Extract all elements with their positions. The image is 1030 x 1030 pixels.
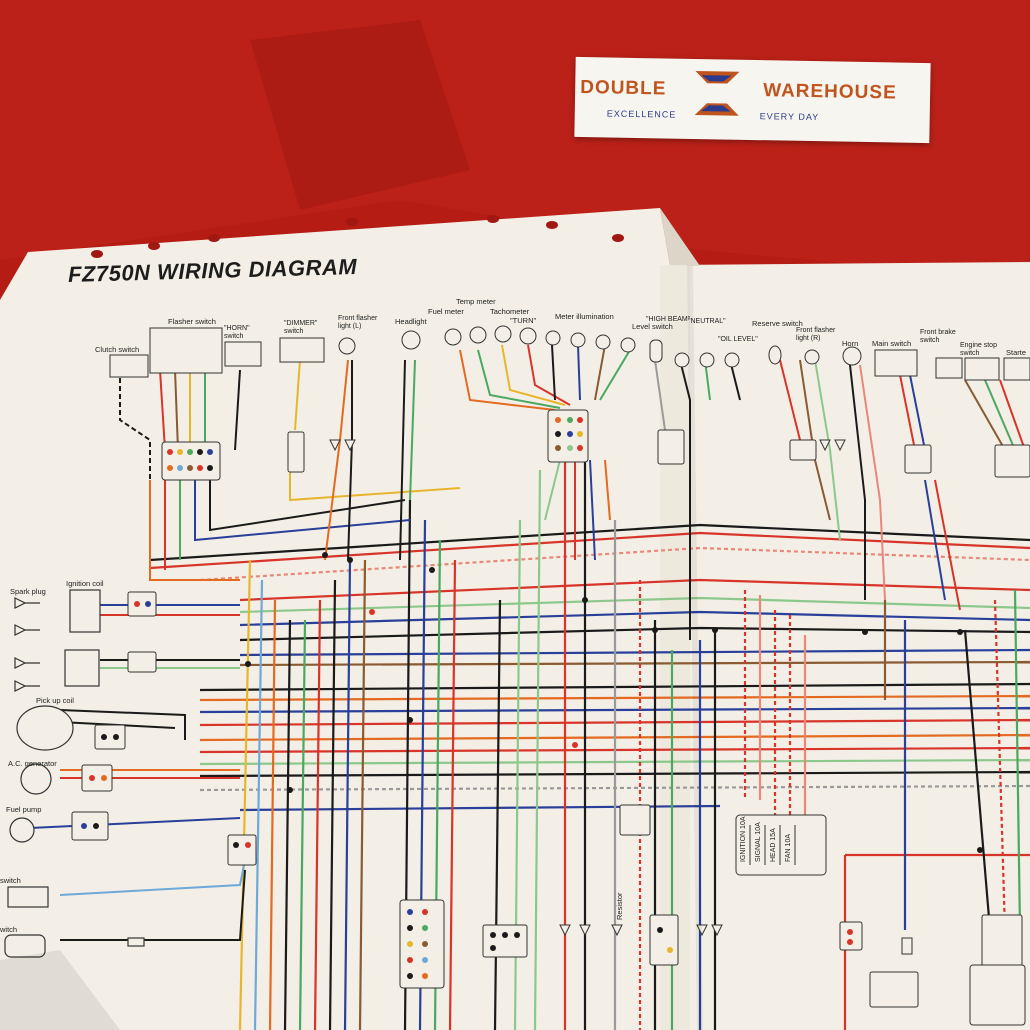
upper-wire-runs: [119, 344, 1026, 640]
label-resistor: Resistor: [615, 892, 624, 920]
label-reserve-switch: Reserve switch: [752, 319, 803, 328]
label-dimmer-switch: "DIMMER" switch: [284, 320, 318, 335]
label-oil-level: "OIL LEVEL": [718, 336, 758, 343]
label-tachometer: Tachometer: [490, 307, 530, 316]
label-temp-meter: Temp meter: [456, 297, 496, 306]
vertical-wire-bundle: [238, 460, 1022, 1030]
connector-pins: [81, 417, 853, 979]
sticker-tagline-right: EVERY DAY: [759, 111, 820, 123]
label-starter: Starte: [1006, 348, 1027, 357]
double-e-warehouse-sticker: DOUBLE WAREHOUSE EXCELLENCE EVERY DAY: [574, 56, 931, 144]
sticker-brand-left: DOUBLE: [580, 76, 667, 100]
label-high-beam: "HIGH BEAM": [646, 316, 691, 323]
label-front-flasher-right: Front flasher light (R): [796, 327, 836, 342]
sticker-tagline-left: EXCELLENCE: [606, 108, 677, 120]
label-fuel-pump: Fuel pump: [6, 805, 42, 814]
label-ac-generator: A.C. generator: [8, 759, 57, 768]
label-spark-plug: Spark plug: [10, 587, 46, 596]
fuse-box-fuses: [749, 825, 796, 865]
label-horn-switch: "HORN" switch: [224, 325, 250, 340]
label-headlight: Headlight: [395, 317, 427, 326]
label-neutral: "NEUTRAL": [688, 318, 726, 325]
label-main-switch: Main switch: [872, 339, 912, 348]
label-fuse-fan: FAN 10A: [785, 833, 792, 862]
label-switch-1: switch: [0, 876, 21, 885]
top-components: [109, 325, 1030, 381]
sticker-brand-right: WAREHOUSE: [762, 80, 897, 104]
label-level-switch: Level switch: [632, 322, 673, 331]
label-clutch-switch: Clutch switch: [95, 345, 140, 354]
label-front-brake-switch: Front brake switch: [920, 329, 956, 344]
label-fuel-meter: Fuel meter: [428, 307, 464, 316]
label-front-flasher-left: Front flasher light (L): [338, 315, 378, 330]
inline-diodes: [329, 439, 913, 955]
left-components: [4, 589, 145, 958]
label-fuse-signal: SIGNAL 10A: [755, 822, 762, 862]
label-switch-2: witch: [0, 925, 18, 934]
label-horn: Horn: [842, 339, 859, 348]
label-engine-stop-switch: Engine stop switch: [960, 342, 997, 357]
label-ignition-coil: Ignition coil: [66, 579, 104, 588]
label-fuse-ignition: IGNITION 10A: [740, 816, 747, 862]
label-flasher-switch: Flasher switch: [168, 317, 216, 326]
label-fuse-head: HEAD 15A: [770, 828, 777, 862]
double-e-logo-icon: [694, 71, 740, 116]
label-turn: "TURN": [510, 316, 537, 325]
binder-holes: [91, 215, 624, 258]
junction-dots: [245, 552, 983, 853]
label-pickup-coil: Pick up coil: [36, 696, 74, 705]
label-meter-illumination: Meter illumination: [555, 312, 614, 321]
